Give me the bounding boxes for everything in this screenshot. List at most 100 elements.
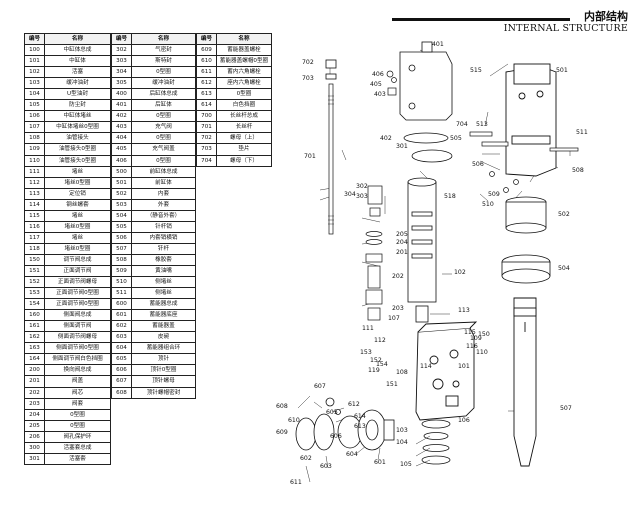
- header-title-cn: 内部结构: [584, 10, 628, 23]
- callout-label: 202: [392, 273, 404, 280]
- part-name: 0型圈: [131, 154, 196, 167]
- part-name: 蓄能器盖: [131, 320, 196, 333]
- part-name: 堵丝: [44, 231, 111, 244]
- part-code: 115: [24, 209, 45, 222]
- part-code: 102: [24, 66, 45, 79]
- part-name: 内套销横销: [131, 231, 196, 244]
- callout-label: 112: [374, 337, 386, 344]
- part-name: 侧面调节阀: [44, 320, 111, 333]
- part-code: 607: [111, 375, 132, 388]
- callout-label: 601: [374, 459, 386, 466]
- part-code: 201: [24, 375, 45, 388]
- part-code: 112: [24, 176, 45, 189]
- part-name: 侧面调节阀螺母: [44, 331, 111, 344]
- part-name: 皮碗: [131, 331, 196, 344]
- part-name: 顶针螺帽密封: [131, 386, 196, 399]
- part-code: 205: [24, 419, 45, 432]
- part-code: 109: [24, 143, 45, 156]
- part-code: 507: [111, 242, 132, 255]
- part-name: 侧面调节阀0型圈: [44, 342, 111, 355]
- part-code: 110: [24, 154, 45, 167]
- part-code: 500: [111, 165, 132, 178]
- callout-label: 509: [488, 191, 500, 198]
- part-code: 606: [111, 364, 132, 377]
- part-name: 调节阀总成: [44, 253, 111, 266]
- part-name: 内套: [131, 187, 196, 200]
- part-code: 106: [24, 110, 45, 123]
- callout-label: 502: [558, 211, 570, 218]
- part-code: 150: [24, 253, 45, 266]
- part-name: 0型圈: [44, 419, 111, 432]
- cylinder-body: [415, 321, 478, 421]
- part-code: 154: [24, 298, 45, 311]
- part-name: 侧堵丝: [131, 276, 196, 289]
- callout-label: 102: [454, 269, 466, 276]
- callout-label: 103: [396, 427, 408, 434]
- callout-label: 402: [380, 135, 392, 142]
- part-code: 401: [111, 99, 132, 112]
- callout-label: 505: [450, 135, 462, 142]
- part-name: 垫片: [216, 143, 272, 156]
- part-code: 603: [111, 331, 132, 344]
- part-name: 前缸体: [131, 176, 196, 189]
- callout-label: 301: [396, 143, 408, 150]
- part-name: 顶针: [131, 353, 196, 366]
- callout-label: 106: [458, 417, 470, 424]
- part-name: 0型圈: [216, 88, 272, 101]
- part-name: 0型圈: [44, 408, 111, 421]
- part-code: 105: [24, 99, 45, 112]
- part-name: 侧堵丝: [131, 287, 196, 300]
- part-code: 609: [196, 44, 217, 57]
- callout-label: 405: [370, 81, 382, 88]
- callout-label: 510: [482, 201, 494, 208]
- callout-label: 303: [356, 193, 368, 200]
- part-code: 305: [111, 77, 132, 90]
- part-code: 163: [24, 342, 45, 355]
- part-name: 堵丝: [44, 165, 111, 178]
- part-code: 160: [24, 309, 45, 322]
- part-code: 118: [24, 242, 45, 255]
- part-code: 113: [24, 187, 45, 200]
- part-name: 后缸体总成: [131, 88, 196, 101]
- part-code: 200: [24, 364, 45, 377]
- callout-label: 703: [302, 75, 314, 82]
- part-name: 阀芯: [44, 386, 111, 399]
- part-code: 203: [24, 397, 45, 410]
- table-row: 504（静音外套）: [111, 209, 196, 222]
- callout-label: 153: [360, 349, 372, 356]
- header-name: 名称: [216, 32, 272, 46]
- part-name: 钎杆: [131, 242, 196, 255]
- part-code: 101: [24, 55, 45, 68]
- valve-assembly: [365, 231, 383, 321]
- part-code: 108: [24, 132, 45, 145]
- part-name: 活塞套总成: [44, 441, 111, 454]
- part-code: 704: [196, 154, 217, 167]
- part-name: 侧面阀总成: [44, 309, 111, 322]
- part-name: 侧面调节阀白色挡圈: [44, 353, 111, 366]
- part-name: 缓冲油封: [131, 77, 196, 90]
